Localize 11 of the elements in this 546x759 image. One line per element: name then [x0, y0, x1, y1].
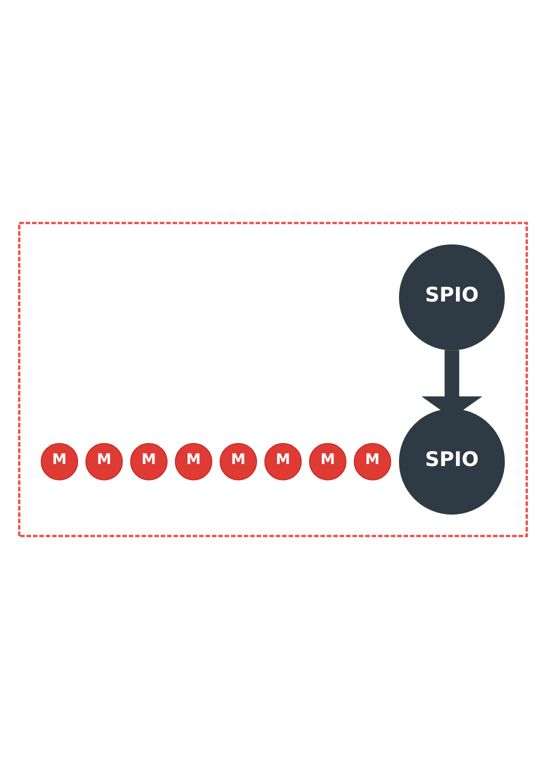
node-circle: SPIO — [398, 244, 505, 350]
node-circle: M — [309, 442, 346, 480]
cluster — [18, 222, 528, 538]
node-circle: M — [174, 442, 212, 480]
node-circle: M — [264, 442, 302, 480]
node-circle: M — [220, 442, 258, 480]
node-circle: M — [40, 442, 78, 480]
node-circle: M — [354, 442, 392, 480]
node-circle: M — [85, 442, 123, 480]
node-circle: M — [130, 442, 168, 480]
node-circle: SPIO — [398, 408, 505, 515]
